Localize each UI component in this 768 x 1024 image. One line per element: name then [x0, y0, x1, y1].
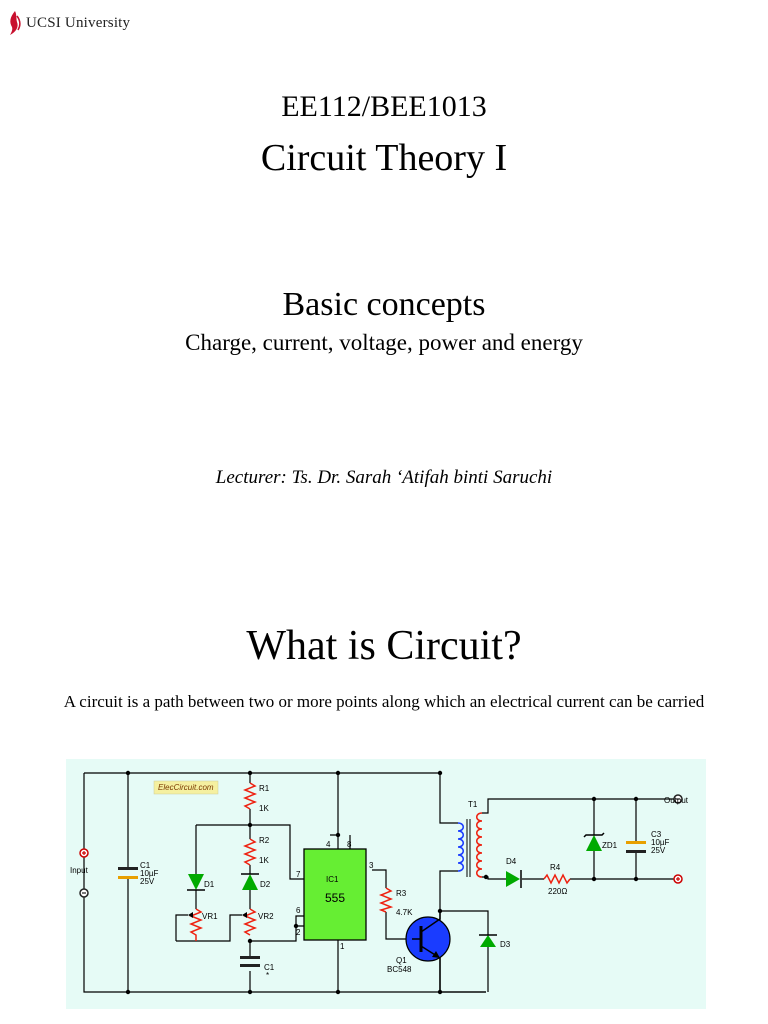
svg-text:C1: C1: [264, 963, 275, 972]
svg-text:555: 555: [325, 891, 345, 905]
capacitor-c1: C1 10µF 25V: [118, 861, 159, 886]
svg-text:3: 3: [369, 861, 374, 870]
university-logo: UCSI University: [8, 10, 130, 36]
topic-title: Basic concepts: [282, 286, 486, 323]
potentiometer-vr2: VR2: [242, 908, 274, 936]
svg-text:25V: 25V: [651, 846, 666, 855]
input-label: Input: [70, 866, 89, 875]
output-terminal-positive: [673, 874, 683, 884]
output-label: Output: [664, 796, 689, 805]
svg-text:10µF: 10µF: [651, 838, 670, 847]
university-name: UCSI University: [26, 14, 131, 31]
lecturer-name: Lecturer: Ts. Dr. Sarah ‘Atifah binti Sa…: [215, 467, 553, 488]
timing-capacitor: C1 *: [240, 956, 275, 980]
svg-text:10µF: 10µF: [140, 869, 159, 878]
resistor-r1: R1 1K: [242, 782, 270, 813]
svg-text:4: 4: [326, 840, 331, 849]
resistor-r2: R2 1K: [242, 836, 270, 866]
svg-text:D1: D1: [204, 880, 215, 889]
input-terminal-negative: [79, 888, 89, 898]
potentiometer-vr1: VR1: [188, 908, 218, 941]
svg-text:C1: C1: [140, 861, 151, 870]
svg-text:1K: 1K: [259, 856, 269, 865]
svg-text:D2: D2: [260, 880, 271, 889]
svg-text:BC548: BC548: [387, 965, 412, 974]
svg-text:T1: T1: [468, 800, 478, 809]
svg-text:220Ω: 220Ω: [548, 887, 567, 896]
svg-text:VR2: VR2: [258, 912, 274, 921]
svg-text:R1: R1: [259, 784, 270, 793]
capacitor-c3: C3 10µF 25V: [626, 830, 670, 855]
svg-text:R4: R4: [550, 863, 561, 872]
diode-d2: D2: [241, 873, 271, 890]
ucsi-flame-logo-icon: [10, 11, 21, 35]
watermark: ElecCircuit.com: [158, 783, 214, 792]
svg-text:Q1: Q1: [396, 956, 407, 965]
diode-d4: D4: [506, 857, 522, 888]
course-title: Circuit Theory I: [260, 137, 508, 179]
diode-d3: D3: [479, 934, 511, 949]
svg-text:D3: D3: [500, 940, 511, 949]
diode-d1: D1: [187, 874, 215, 891]
svg-text:IC1: IC1: [326, 875, 339, 884]
svg-text:1K: 1K: [259, 804, 269, 813]
ic-555: IC1 555 4 8 7 6 2 3 1: [296, 840, 374, 951]
circuit-schematic: Input C1 10µF 25V ElecCircuit.com R1 1K …: [70, 770, 689, 995]
svg-text:4.7K: 4.7K: [396, 908, 413, 917]
svg-text:C3: C3: [651, 830, 662, 839]
svg-text:VR1: VR1: [202, 912, 218, 921]
svg-text:ZD1: ZD1: [602, 841, 618, 850]
watermark-badge: [153, 780, 219, 795]
resistor-r3: R3 4.7K: [378, 887, 413, 917]
svg-text:R2: R2: [259, 836, 270, 845]
svg-text:6: 6: [296, 906, 301, 915]
output-terminal-negative: [673, 794, 683, 804]
input-terminal-positive: [79, 848, 89, 858]
circuit-definition: A circuit is a path between two or more …: [63, 692, 705, 711]
topic-subtitle: Charge, current, voltage, power and ener…: [185, 330, 583, 355]
svg-text:7: 7: [296, 870, 301, 879]
resistor-r4: R4 220Ω: [543, 863, 571, 896]
course-code: EE112/BEE1013: [281, 90, 487, 123]
transformer-t1: T1: [457, 800, 483, 878]
svg-text:D4: D4: [506, 857, 517, 866]
svg-text:R3: R3: [396, 889, 407, 898]
slide-title: What is Circuit?: [246, 623, 522, 669]
circuit-diagram: Input C1 10µF 25V ElecCircuit.com R1 1K …: [66, 759, 706, 1009]
zener-diode-zd1: ZD1: [583, 832, 618, 851]
svg-text:25V: 25V: [140, 877, 155, 886]
svg-text:*: *: [266, 971, 269, 980]
svg-text:2: 2: [296, 928, 301, 937]
svg-text:8: 8: [347, 840, 352, 849]
transistor-q1: Q1 BC548: [387, 911, 451, 992]
svg-text:1: 1: [340, 942, 345, 951]
